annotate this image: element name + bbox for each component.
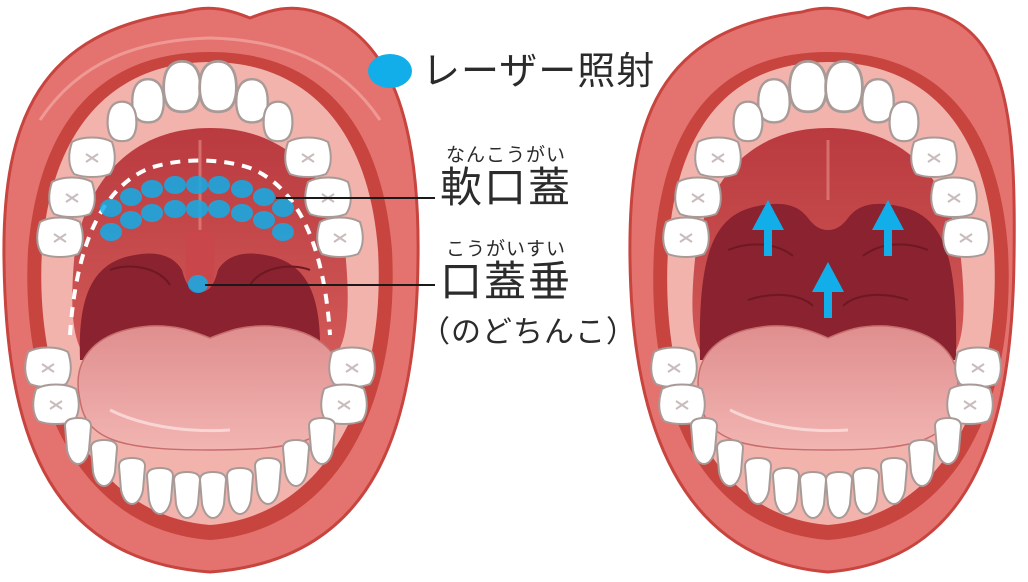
- uvula-reading: こうがいすい: [446, 238, 567, 260]
- lift-arrows: [752, 200, 904, 318]
- arrow-up-icon: [872, 200, 904, 256]
- soft-palate-outline: [68, 158, 332, 336]
- soft-palate-reading: なんこうがい: [446, 144, 567, 166]
- left-mouth-before: [2, 6, 435, 574]
- laser-marker-icon: [368, 54, 412, 88]
- legend-label: レーザー照射: [422, 49, 656, 93]
- soft-palate-label: なんこうがい 軟口蓋: [440, 146, 572, 211]
- arrow-up-icon: [812, 262, 844, 318]
- legend: レーザー照射: [368, 52, 655, 90]
- uvula-label: こうがいすい 口蓋垂: [440, 240, 572, 305]
- soft-palate-term: 軟口蓋: [440, 163, 573, 212]
- right-mouth-after: [628, 6, 1016, 574]
- uvula-term: 口蓋垂: [440, 257, 573, 306]
- uvula-laser-point: [188, 275, 208, 293]
- left-tongue: [77, 325, 343, 451]
- laser-points: [100, 176, 294, 293]
- uvula-common-name: （のどちんこ）: [420, 315, 637, 350]
- arrow-up-icon: [752, 200, 784, 256]
